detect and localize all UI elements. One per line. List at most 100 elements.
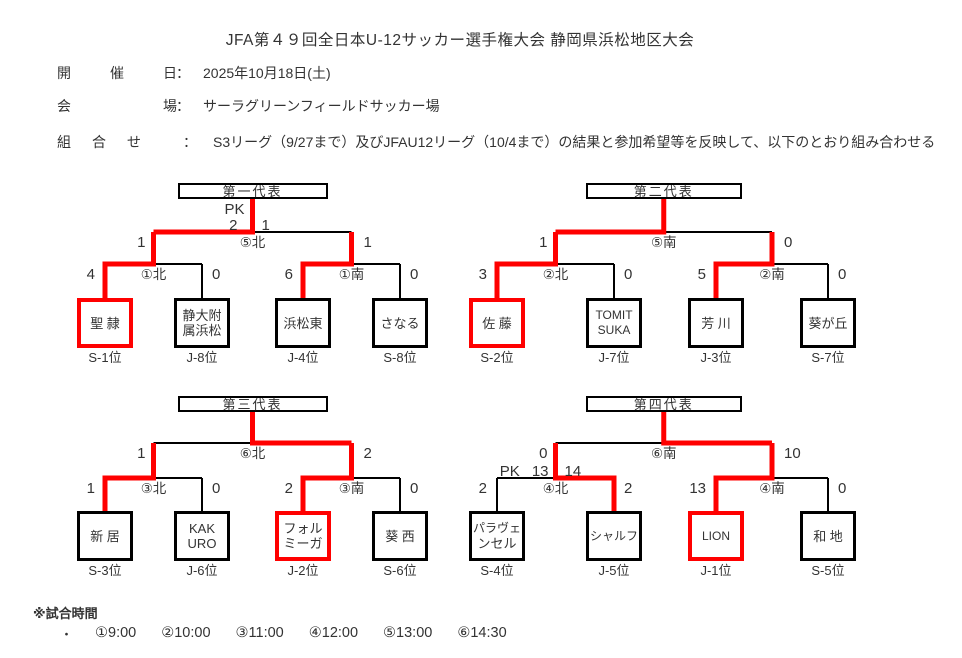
team-name: LION	[701, 528, 730, 543]
team-box: 新 居	[77, 511, 133, 561]
final-right-score: 0	[784, 234, 793, 251]
team-name: ミーガ	[283, 536, 323, 551]
team-rank-label: J-8位	[186, 350, 218, 365]
match-label: ③南	[338, 481, 365, 496]
match-left-score: 4	[86, 266, 95, 283]
info-value: サーラグリーンフィールドサッカー場	[203, 98, 440, 114]
match-time: ⑥14:30	[457, 625, 507, 641]
info-label-char: 催	[110, 65, 124, 81]
team-box: LION	[688, 511, 744, 561]
team-rank-label: J-2位	[287, 563, 319, 578]
team-name: 浜松東	[283, 315, 323, 331]
final-right-score: 1	[363, 234, 372, 251]
team-box: 佐 藤	[469, 298, 525, 348]
info-colon: ：	[176, 65, 190, 81]
match-times-title: ※試合時間	[33, 606, 98, 621]
final-left-score: 1	[137, 445, 146, 462]
final-match-label: ⑥北	[239, 446, 266, 461]
team-rank-label: J-7位	[598, 350, 630, 365]
match-label: ④南	[759, 481, 785, 496]
info-colon: ：	[183, 134, 197, 150]
match-label: ③北	[140, 481, 167, 496]
team-name: パラヴェ	[472, 521, 521, 535]
team-name: TOMIT	[595, 308, 633, 322]
match-right-score: 0	[410, 266, 419, 283]
team-box: 葵が丘	[800, 298, 856, 348]
match-left-score: 2	[478, 480, 487, 497]
final-match-label: ⑤南	[650, 235, 677, 250]
team-name: 佐 藤	[482, 315, 512, 331]
match-right-score: 0	[410, 480, 419, 497]
team-name: SUKA	[597, 323, 631, 337]
pk-label: PK	[224, 201, 245, 218]
team-rank-label: J-3位	[700, 350, 732, 365]
bullet-icon: ・	[60, 627, 74, 642]
pk-left-score: 13	[531, 463, 549, 480]
team-rank-label: J-4位	[287, 350, 319, 365]
match-time: ②10:00	[161, 625, 211, 641]
match-right-score: 2	[624, 480, 633, 497]
team-name: 和 地	[813, 528, 843, 544]
bracket-1-lines	[102, 197, 401, 301]
match-right-score: 0	[838, 480, 847, 497]
pk-left-score: 2	[229, 217, 238, 234]
team-rank-label: S-4位	[480, 563, 514, 578]
match-label: ①北	[140, 267, 167, 282]
team-rank-label: J-5位	[598, 563, 630, 578]
team-name: URO	[187, 536, 217, 551]
info-label-char: せ	[127, 134, 141, 150]
team-name: さなる	[380, 315, 420, 331]
match-left-score: 1	[86, 480, 95, 497]
team-name: 新 居	[90, 528, 120, 544]
info-label-char: 開	[57, 65, 71, 81]
match-label: ②南	[759, 267, 785, 282]
match-left-score: 5	[697, 266, 706, 283]
bracket-3-lines	[102, 410, 401, 514]
team-rank-label: S-8位	[383, 350, 417, 365]
info-value: 2025年10月18日(土)	[203, 65, 331, 81]
match-time: ①9:00	[95, 625, 137, 641]
bracket-title-box: 第三代表	[177, 396, 328, 412]
match-left-score: 13	[689, 480, 706, 497]
match-time: ⑤13:00	[383, 625, 433, 641]
final-left-score: 0	[539, 445, 548, 462]
final-right-score: 10	[784, 445, 801, 462]
match-time: ④12:00	[308, 625, 359, 641]
team-rank-label: S-5位	[811, 563, 845, 578]
info-label-char: 日	[163, 65, 177, 81]
team-name: 属浜松	[182, 323, 222, 338]
info-label-char: 会	[57, 98, 71, 114]
team-box: シャルフ	[586, 511, 642, 561]
team-rank-label: S-1位	[88, 350, 122, 365]
match-left-score: 3	[478, 266, 487, 283]
match-label: ①南	[338, 267, 365, 282]
team-rank-label: S-2位	[480, 350, 514, 365]
team-box: パラヴェンセル	[469, 511, 525, 561]
final-match-label: ⑤北	[239, 235, 266, 250]
pk-right-score: 14	[564, 463, 582, 480]
match-times-row: ①9:00 ②10:00 ③11:00 ④12:00 ⑤13:00 ⑥14:30	[95, 626, 507, 641]
team-name: シャルフ	[589, 528, 638, 543]
info-label: 開催日	[57, 66, 177, 81]
final-left-score: 1	[137, 234, 146, 251]
team-box: 芳 川	[688, 298, 744, 348]
team-box: 葵 西	[372, 511, 428, 561]
match-right-score: 0	[212, 266, 221, 283]
team-rank-label: J-1位	[700, 563, 732, 578]
match-right-score: 0	[838, 266, 847, 283]
match-right-score: 0	[212, 480, 221, 497]
team-box: 和 地	[800, 511, 856, 561]
info-label: 会場	[57, 99, 177, 114]
bracket-title-box: 第二代表	[585, 183, 742, 199]
team-name: 芳 川	[701, 315, 731, 331]
match-time: ③11:00	[235, 625, 284, 641]
team-rank-label: S-7位	[811, 350, 845, 365]
final-right-score: 2	[363, 445, 372, 462]
match-left-score: 2	[284, 480, 293, 497]
team-name: ンセル	[477, 536, 517, 551]
info-label-char: 合	[92, 134, 106, 150]
